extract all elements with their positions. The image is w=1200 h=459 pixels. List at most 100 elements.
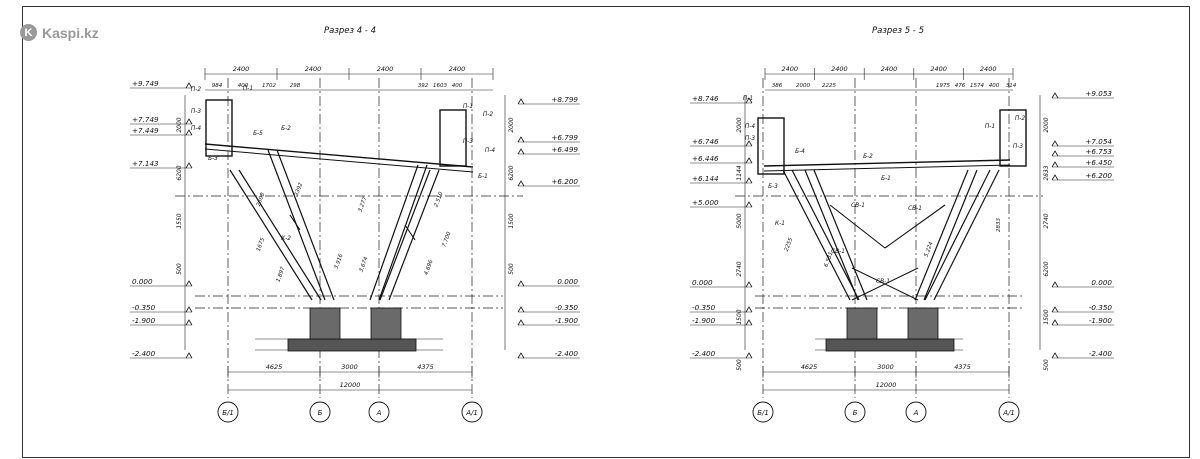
section-2-level-marker-4	[745, 201, 753, 208]
section-1-sub-dim-left-0: 984	[212, 83, 223, 89]
section-2-level-label-6: -0.350	[1089, 303, 1113, 312]
section-1-level-label-7: -2.400	[132, 349, 156, 358]
section-1-column-1-b	[276, 149, 335, 301]
section-1-level-label-0: +8.799	[551, 95, 578, 104]
section-1-member-dim-3: 1.897	[276, 266, 287, 283]
section-2-column-3-a	[924, 169, 991, 301]
section-1-title: Разрез 4 - 4	[324, 26, 376, 36]
drawing-sheet	[22, 6, 1190, 458]
section-2-member-dim-2: 5.224	[924, 241, 935, 258]
section-2-title: Разрез 5 - 5	[872, 26, 924, 36]
section-1-level-label-6: -1.900	[555, 316, 579, 325]
section-2-level-label-2: +6.753	[1085, 147, 1112, 156]
section-2-member-dim-1: 6.531	[824, 251, 835, 268]
section-1-member-dim-8: 4.696	[424, 259, 435, 276]
section-2-level-label-2: +6.446	[692, 154, 719, 163]
section-2-axis-bubble-2	[905, 401, 927, 423]
section-2-column-1-a	[804, 169, 859, 301]
section-1-level-label-1: +6.799	[551, 133, 578, 142]
section-1-top-dim-2: 2400	[377, 65, 394, 73]
section-1-right-vdim-3: 500	[508, 263, 515, 275]
section-1-sub-dim-left-3: 298	[290, 83, 301, 89]
section-2-level-marker-0	[1051, 92, 1059, 99]
section-2-column-1-b	[813, 169, 868, 301]
section-1-level-label-4: 0.000	[132, 277, 153, 286]
section-1-level-marker-6	[185, 319, 193, 326]
section-2-level-label-5: 0.000	[692, 278, 713, 287]
section-2-level-label-4: +6.200	[1085, 171, 1112, 180]
section-2-level-label-7: -1.900	[692, 316, 716, 325]
section-2-member-label-3: Б-4	[795, 149, 805, 155]
section-1-level-label-2: +6.499	[551, 145, 578, 154]
section-1-member-label-8: К-2	[281, 236, 291, 242]
section-2-member-dim-3: 2833	[996, 218, 1002, 232]
section-2-sub-dim-right-4: 314	[1006, 83, 1017, 89]
section-1-level-marker-7	[185, 352, 193, 359]
section-1-member-dim-0: 2608	[256, 192, 267, 208]
section-2-level-label-3: +6.450	[1085, 158, 1112, 167]
section-1-column-0-b	[238, 169, 322, 301]
section-2-right-vdim-3: 6200	[1043, 261, 1050, 276]
section-1-axis-bubble-3	[461, 401, 483, 423]
section-2-level-marker-3	[745, 177, 753, 184]
section-1-member-label-1: П-1	[243, 86, 253, 92]
section-2-member-label-11: СВ-1	[831, 249, 845, 255]
section-1-level-label-5: -0.350	[555, 303, 579, 312]
section-2-level-label-0: +9.053	[1085, 89, 1112, 98]
section-2-brace-1	[884, 204, 946, 249]
section-2-member-label-12: П-1	[985, 124, 995, 130]
section-2-level-marker-2	[745, 157, 753, 164]
section-2-member-dim-0: 2255	[784, 237, 795, 253]
section-1-member-dim-4: 3.916	[334, 253, 345, 270]
section-2-axis-label-2: А	[913, 409, 919, 417]
section-2-sub-dim-left-2: 2225	[822, 83, 836, 89]
section-2-column-3-b	[933, 169, 1000, 301]
section-1-level-label-5: -0.350	[132, 303, 156, 312]
section-1-level-marker-6	[517, 319, 525, 326]
section-2-roof-beam-bottom	[763, 164, 1011, 172]
section-1-member-label-2: П-3	[191, 109, 201, 115]
section-2-total-dim: 12000	[876, 381, 897, 389]
section-2-roof-beam-top	[763, 159, 1011, 167]
section-2-axis-label-1: Б	[853, 409, 858, 417]
section-1-member-label-9: П-1	[463, 104, 473, 110]
section-1-level-marker-0	[517, 98, 525, 105]
section-1-roof-beam-bottom	[204, 148, 474, 173]
section-1-column-2-a	[379, 169, 431, 301]
section-2-member-label-9: СВ-1	[908, 206, 922, 212]
section-2-column-0-a	[782, 169, 851, 301]
section-2-level-marker-7	[745, 319, 753, 326]
section-1-level-label-1: +7.749	[132, 115, 159, 124]
section-2-level-label-0: +8.746	[692, 94, 719, 103]
section-1-sub-dim-left-2: 1702	[262, 83, 276, 89]
section-2-left-vdim-3: 2740	[736, 261, 743, 276]
section-1-member-dim-5: 3.674	[359, 256, 370, 273]
section-1-column-2-b	[388, 169, 440, 301]
section-2-member-label-13: П-2	[1015, 116, 1025, 122]
section-2-right-vdim-5: 500	[1043, 359, 1050, 371]
section-2-level-marker-3	[1051, 161, 1059, 168]
section-1-sub-dim-right-2: 400	[452, 83, 463, 89]
section-2-sub-dim-left-1: 2000	[796, 83, 810, 89]
section-2-column-2-a	[914, 169, 969, 301]
section-1-pedestal-0	[309, 307, 341, 340]
section-1-axis-label-2: А	[376, 409, 382, 417]
section-2-brace-3	[851, 267, 919, 301]
section-1-member-dim-7: 2.510	[434, 191, 445, 208]
section-1-member-dim-9: 7.700	[442, 231, 453, 248]
section-2-column-0-b	[791, 169, 860, 301]
section-2-level-marker-8	[745, 352, 753, 359]
section-1-level-label-3: +7.143	[132, 159, 159, 168]
section-2-axis-label-0: Б/1	[757, 409, 769, 417]
section-2-bottom-dim-2: 4375	[954, 363, 971, 371]
section-1-right-vdim-0: 2000	[508, 117, 515, 132]
section-2-level-marker-2	[1051, 150, 1059, 157]
section-2-pedestal-1	[907, 307, 939, 340]
section-1-column-3-a	[369, 164, 419, 301]
section-2-member-label-5: Б-2	[863, 154, 873, 160]
section-1-left-end-frame	[205, 99, 233, 157]
section-2-level-marker-1	[745, 140, 753, 147]
section-1-level-marker-2	[517, 148, 525, 155]
section-2-brace-0	[829, 204, 886, 249]
